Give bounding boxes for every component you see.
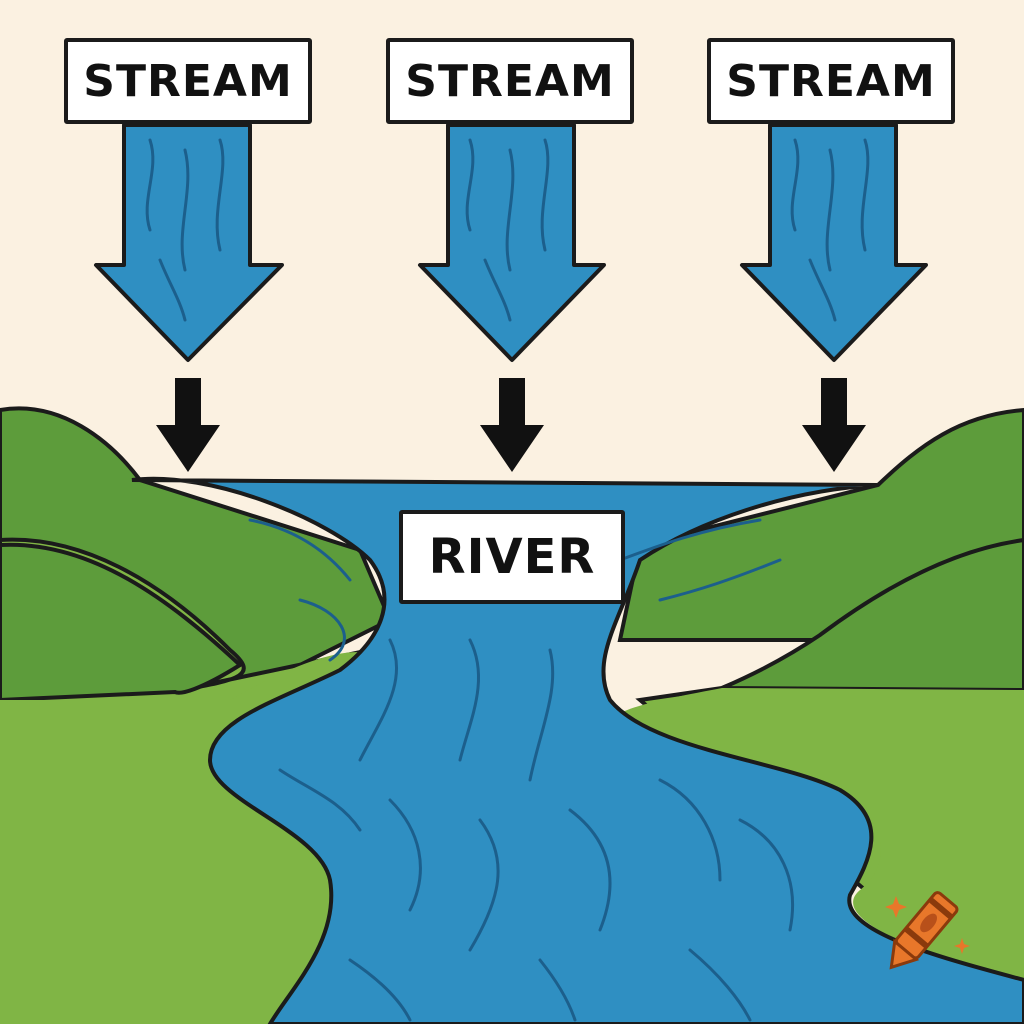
river-label: RIVER [399,510,625,604]
stream-label-text: STREAM [83,55,293,107]
down-arrow-icon [156,378,220,472]
down-arrow-icon [480,378,544,472]
river-ripples [248,518,795,1022]
stream-arrow-3 [740,123,928,362]
stream-label-text: STREAM [405,55,615,107]
stream-arrow-2 [418,123,606,362]
stream-label-3: STREAM [707,38,955,124]
river-label-text: RIVER [428,529,596,585]
bottom-right-ground [608,688,1024,980]
stream-label-2: STREAM [386,38,634,124]
bottom-left-ground [0,652,380,1024]
left-hill-front [0,542,244,703]
down-arrow-icon [802,378,866,472]
river-water [131,476,1024,1024]
stream-label-text: STREAM [726,55,936,107]
stream-label-1: STREAM [64,38,312,124]
stream-arrow-1 [94,123,284,362]
right-hill-front [721,537,1024,693]
crayon-icon [885,891,970,970]
